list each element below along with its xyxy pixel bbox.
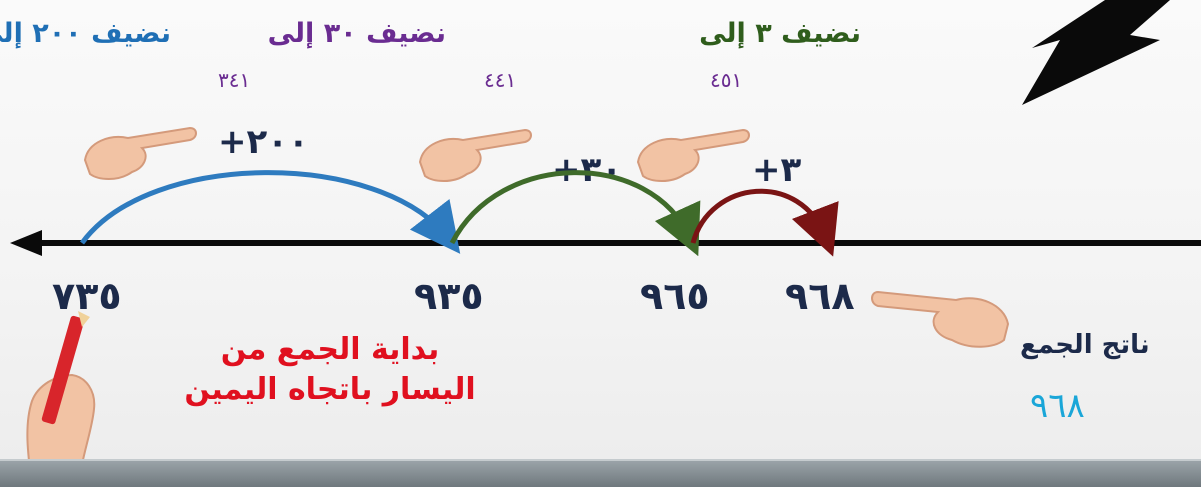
jump-label-3: +٣	[752, 150, 802, 190]
tick-735: ٧٣٥	[52, 274, 122, 318]
note-line-2: اليسار باتجاه اليمين	[184, 372, 476, 407]
jump-arc-30	[449, 170, 701, 257]
jump-arc-3	[690, 188, 839, 257]
step-total-2: ٤٤١	[484, 68, 517, 92]
tick-935: ٩٣٥	[414, 274, 484, 318]
step-title-3: نضيف ٣ إلى	[699, 18, 861, 49]
pointing-hand-icon	[636, 128, 750, 182]
jump-label-200: +٢٠٠	[218, 122, 309, 162]
step-total-3: ٤٥١	[710, 68, 743, 92]
black-arrow-shape	[1022, 0, 1170, 105]
start-direction-note: بداية الجمع من اليسار باتجاه اليمين	[135, 330, 525, 410]
pointing-hand-icon	[871, 290, 1010, 348]
step-title-200: نضيف ٢٠٠ إلى	[0, 18, 171, 49]
tick-965: ٩٦٥	[640, 274, 710, 318]
bottom-bar	[0, 459, 1201, 487]
result-label: ناتج الجمع	[1020, 330, 1150, 360]
result-value: ٩٦٨	[1030, 386, 1085, 426]
step-title-30: نضيف ٣٠ إلى	[267, 18, 446, 49]
pointing-hand-icon	[418, 128, 532, 182]
note-line-1: بداية الجمع من	[220, 332, 440, 367]
number-line-left-arrowhead	[10, 230, 42, 256]
pointing-hand-icon	[83, 126, 197, 180]
step-total-1: ٣٤١	[218, 68, 251, 92]
jump-arc-200	[79, 170, 461, 254]
jump-label-30: +٣٠	[552, 150, 623, 190]
tick-968: ٩٦٨	[785, 274, 855, 318]
